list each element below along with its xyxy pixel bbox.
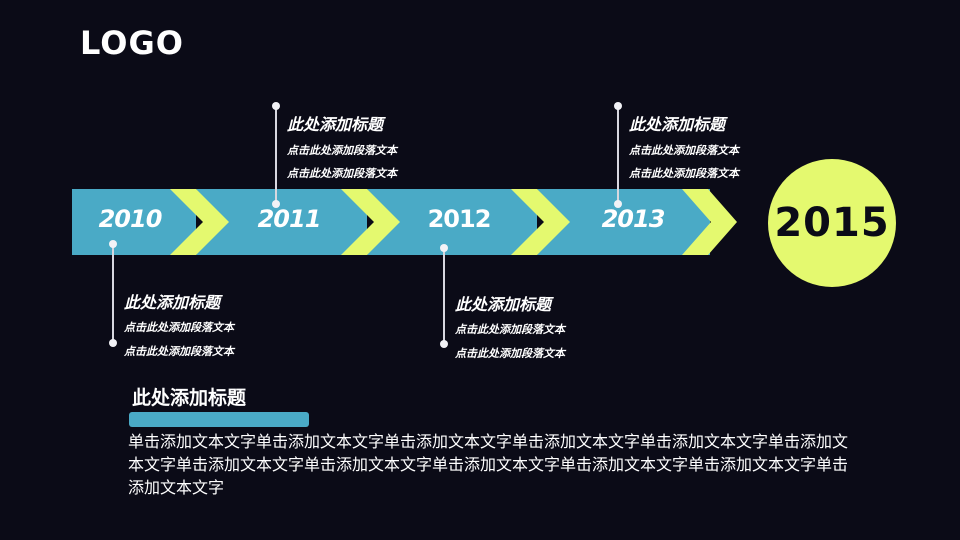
connector-dot (272, 102, 280, 110)
band-segment-3 (395, 189, 537, 255)
connector-dot (440, 340, 448, 348)
connector-dot (109, 339, 117, 347)
chevron-icon (511, 189, 570, 255)
final-year-circle: 2015 (768, 159, 896, 287)
chevron-icon (170, 189, 229, 255)
chevron-icon (682, 189, 737, 255)
logo: LOGO (80, 24, 184, 62)
callout-text: 点击此处添加段落文本 (287, 144, 397, 157)
band-segment-2 (224, 189, 367, 255)
connector-dot (440, 244, 448, 252)
band-segment-4 (565, 189, 710, 255)
section-body-text: 单击添加文本文字单击添加文本文字单击添加文本文字单击添加文本文字单击添加文本文字… (128, 432, 849, 497)
callout-title: 此处添加标题 (287, 115, 384, 134)
connector-line (443, 248, 445, 344)
callout-text: 点击此处添加段落文本 (124, 321, 234, 334)
connector-line (275, 106, 277, 204)
chevron-icon (341, 189, 400, 255)
callout-title: 此处添加标题 (124, 293, 221, 312)
band-segment-1 (72, 189, 196, 255)
year-2010: 2010 (98, 205, 163, 233)
callout-text: 点击此处添加段落文本 (455, 323, 565, 336)
year-2012: 2012 (427, 205, 492, 233)
year-2013: 2013 (601, 205, 666, 233)
callout-text: 点击此处添加段落文本 (124, 345, 234, 358)
callout-title: 此处添加标题 (455, 295, 552, 314)
callout-text: 点击此处添加段落文本 (455, 347, 565, 360)
section-title: 此处添加标题 (132, 387, 247, 409)
callout-text: 点击此处添加段落文本 (629, 167, 739, 180)
connector-line (112, 244, 114, 342)
callout-title: 此处添加标题 (629, 115, 726, 134)
year-2011: 2011 (257, 205, 322, 233)
connector-dot (614, 102, 622, 110)
callout-text: 点击此处添加段落文本 (287, 167, 397, 180)
callout-text: 点击此处添加段落文本 (629, 144, 739, 157)
connector-line (617, 106, 619, 204)
connector-dot (109, 240, 117, 248)
connector-dot (614, 200, 622, 208)
section-title-underline (129, 412, 309, 427)
connector-dot (272, 200, 280, 208)
final-year: 2015 (774, 200, 890, 246)
